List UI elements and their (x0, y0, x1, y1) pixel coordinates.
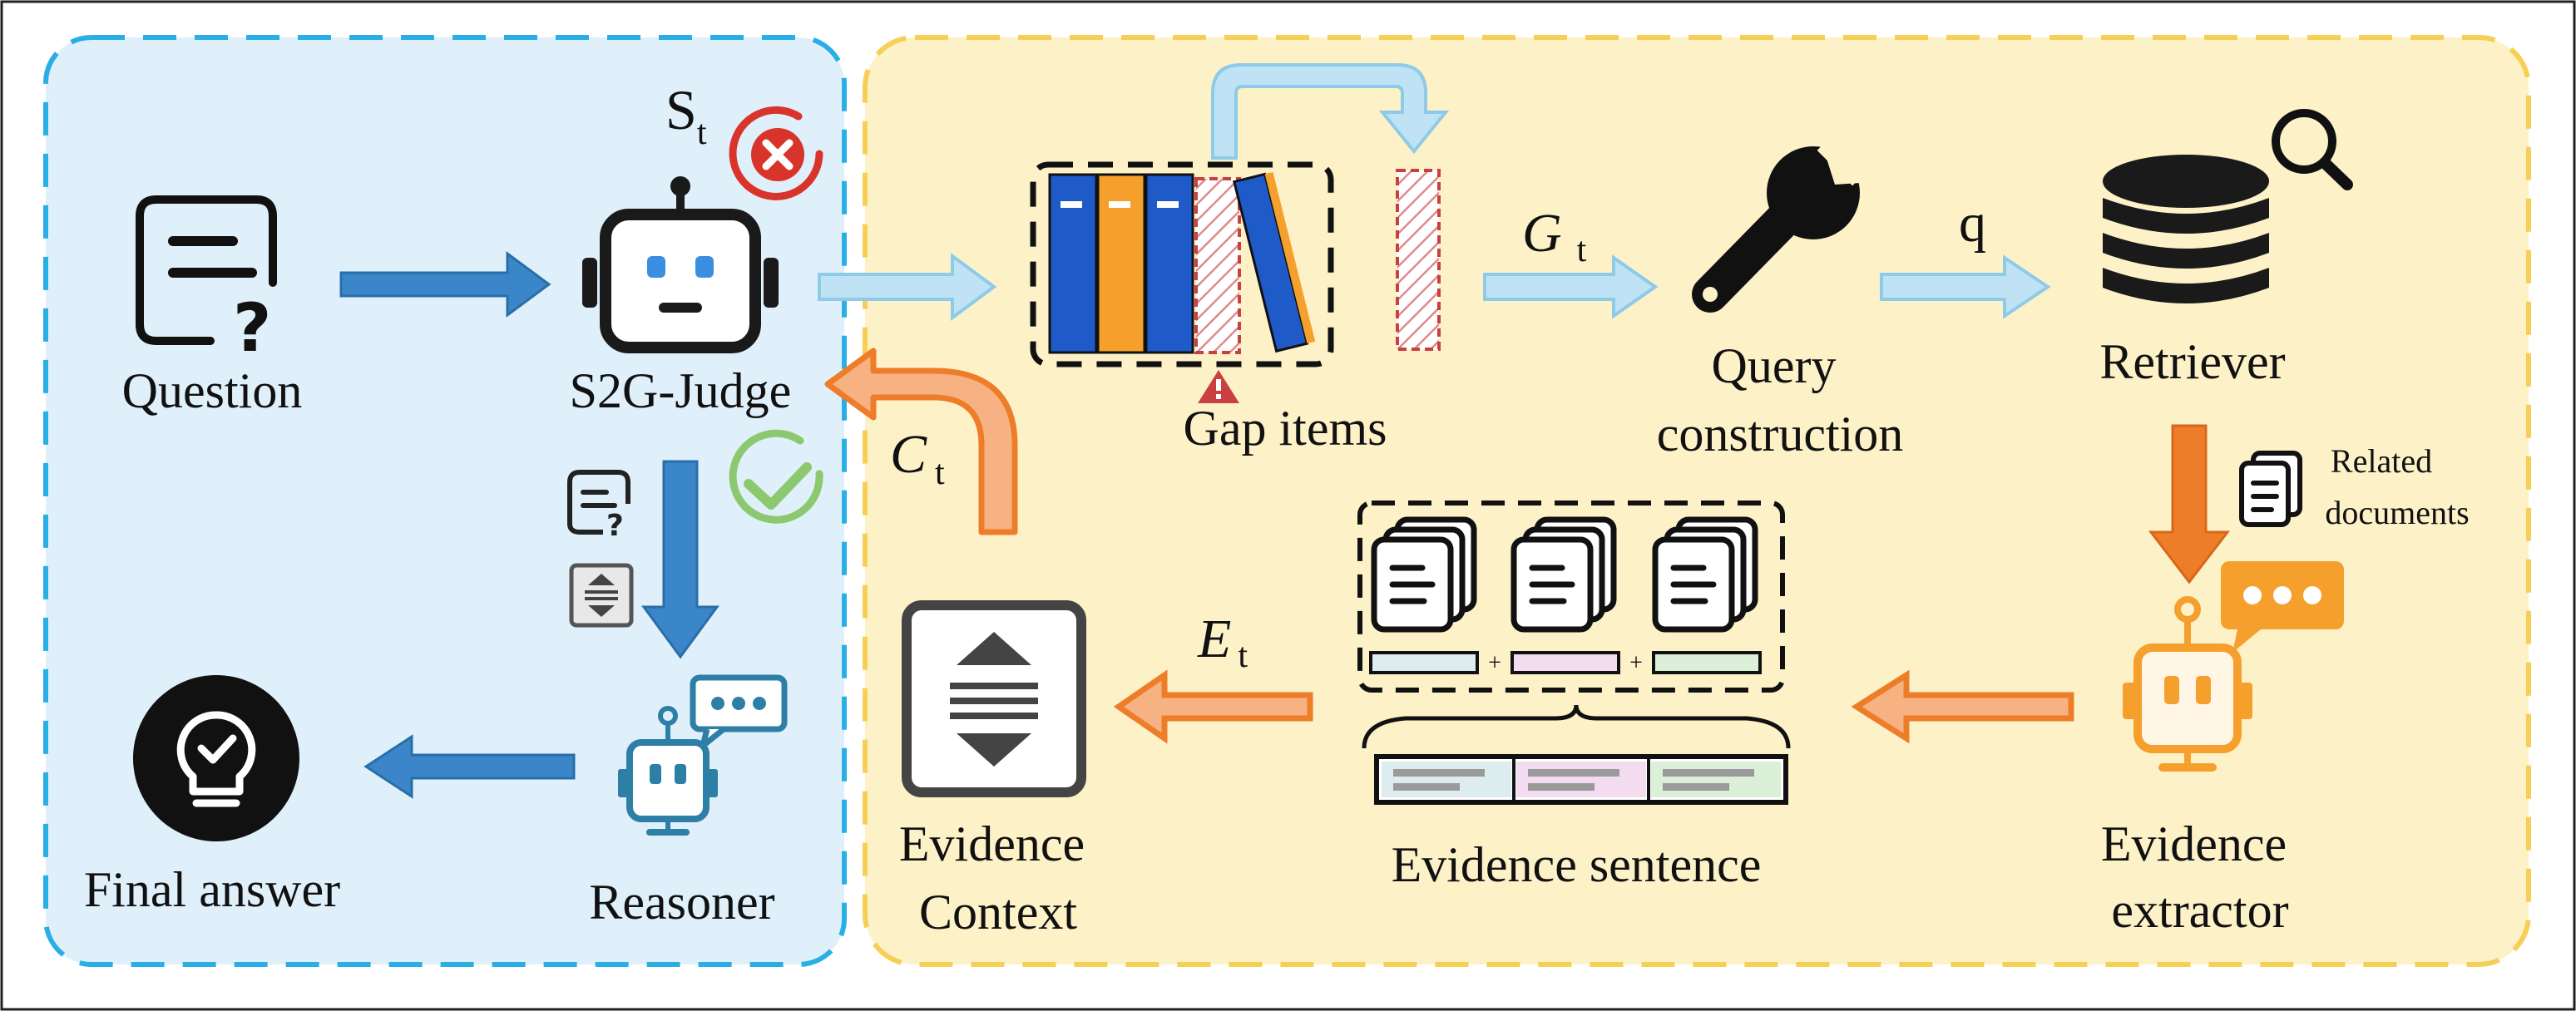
retriever-label: Retriever (2099, 334, 2285, 389)
gap-loop-arrow (1211, 63, 1450, 160)
svg-text:?: ? (233, 289, 271, 367)
brace (1362, 704, 1791, 749)
question-label: Question (122, 363, 303, 418)
plus-sign: + (1488, 650, 1501, 676)
evidence-extractor-label: Evidence extractor (2101, 816, 2299, 938)
evidence-context-label: Evidence Context (899, 816, 1097, 939)
related-documents-label: Related documents (2325, 442, 2469, 531)
judge-robot-icon (582, 176, 779, 353)
sentence-bar (1369, 651, 1479, 674)
query-symbol: q (1959, 193, 1986, 254)
evidence-sentence-label: Evidence sentence (1392, 837, 1762, 892)
reasoner-robot-icon (618, 674, 788, 836)
reasoner-label: Reasoner (589, 875, 774, 930)
svg-text:?: ? (606, 509, 624, 543)
document-stack-icon (1371, 516, 1477, 633)
books-icon (1030, 161, 1441, 367)
lightbulb-check-icon (133, 675, 299, 841)
document-stack-icon (1652, 516, 1758, 633)
warning-icon (1198, 370, 1239, 403)
document-stack-icon (1510, 516, 1617, 633)
arrow-extractor-to-sentence-body (1851, 669, 2074, 744)
evidence-sentence-cluster: + + (1357, 501, 1785, 693)
arrow-gap-to-query (1483, 254, 1659, 319)
wrench-icon (1692, 126, 1876, 313)
small-question-icon: ? (567, 470, 630, 543)
arrow-judge-to-reasoner (641, 460, 719, 659)
sentence-bar (1510, 651, 1620, 674)
judge-label: S2G-Judge (570, 363, 792, 418)
left-panel (43, 35, 847, 967)
arrow-query-to-retriever (1880, 254, 2051, 319)
state-symbol: St (665, 78, 707, 152)
arrow-retriever-to-extractor (2148, 424, 2231, 584)
query-construction-label: Query construction (1657, 338, 1904, 461)
question-document-icon: ? (136, 195, 277, 367)
merged-sentence-bar (1374, 754, 1788, 805)
plus-sign: + (1629, 650, 1643, 676)
arrow-sentence-to-context (1113, 669, 1313, 744)
documents-icon (2239, 451, 2302, 527)
arrow-reasoner-to-final (363, 734, 576, 799)
database-search-icon (2103, 109, 2353, 303)
check-circle-icon (729, 429, 823, 524)
arrow-context-to-judge (824, 348, 1018, 535)
arrow-question-to-judge (339, 251, 551, 318)
final-answer-label: Final answer (84, 862, 340, 917)
gap-items-label: Gap items (1184, 401, 1387, 456)
extractor-robot-icon (2123, 561, 2344, 772)
arrow-judge-to-gap (818, 253, 997, 321)
context-expand-icon (902, 600, 1086, 797)
sentence-bar (1652, 651, 1762, 674)
small-context-icon (569, 563, 634, 628)
x-circle-icon (729, 106, 823, 200)
